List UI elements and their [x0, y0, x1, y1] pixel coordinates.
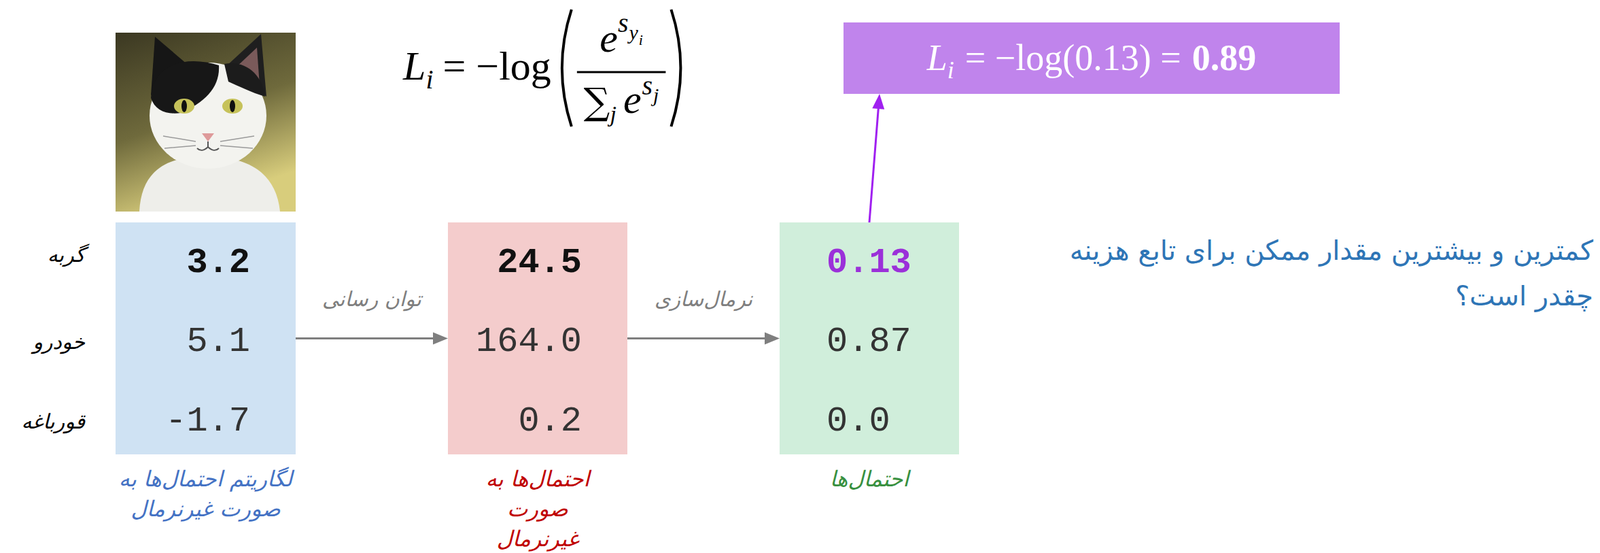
score-value: 5.1 — [186, 320, 251, 364]
cat-photo-part — [224, 63, 266, 97]
arrow-head — [432, 332, 448, 345]
score-value: 24.5 — [496, 241, 582, 285]
result-box: Li = −log(0.13) =0.89 — [843, 22, 1340, 94]
connector-line — [627, 337, 765, 340]
result-text: i — [947, 55, 955, 85]
row-label: گربه — [47, 241, 85, 269]
score-value: 3.2 — [186, 241, 251, 285]
edge-label: نرمال‌سازی — [651, 284, 756, 314]
score-value: 0.0 — [826, 399, 891, 444]
arrow-head — [872, 93, 885, 110]
result-row-frame: Li = −log(0.13) =0.89 — [843, 22, 1340, 94]
formula-symbol: j — [653, 84, 659, 106]
cat-photo-part — [163, 135, 255, 149]
score-value: 0.87 — [826, 320, 912, 364]
formula-symbol: s — [642, 72, 654, 100]
formula-symbol: i — [425, 65, 433, 94]
right-parenthesis — [670, 9, 681, 127]
score-box: 0.130.870.0احتمال‌ها — [779, 222, 960, 455]
connector-arrow — [869, 93, 885, 223]
box-caption: لگاریتم احتمال‌ها به صورت غیرنرمال — [112, 463, 299, 524]
cat-photo-part — [174, 98, 195, 114]
formula-symbol: y — [629, 22, 639, 43]
cat-photo-part — [222, 98, 243, 114]
connector-line — [295, 337, 433, 340]
cat-photo-part — [229, 99, 236, 113]
score-box: 3.25.1-1.7لگاریتم احتمال‌ها به صورت غیرن… — [115, 222, 296, 455]
result-text: = −log(0.13) = — [965, 36, 1182, 81]
question-note: کمترین و بیشترین مقدار ممکن برای تابع هز… — [1056, 227, 1594, 319]
formula-symbol: j — [609, 102, 616, 126]
connector-arrow — [627, 332, 780, 345]
score-value: 0.2 — [517, 399, 582, 444]
result-row: Li= −log(0.13) =0.89 — [927, 36, 1257, 81]
cat-photo-part — [197, 141, 219, 151]
formula-symbol: = −log — [443, 45, 552, 87]
formula-symbol: s — [617, 9, 629, 37]
cat-photo-part — [181, 99, 187, 113]
formula-symbol: e — [599, 17, 618, 59]
score-value: -1.7 — [165, 399, 251, 444]
result-text: L — [927, 36, 948, 81]
score-value: 0.13 — [826, 241, 912, 285]
box-caption: احتمال‌ها — [829, 463, 909, 494]
row-label: خودرو — [33, 328, 85, 356]
formula-symbol: e — [623, 78, 642, 120]
score-box: 24.5164.00.2احتمال‌ها به صورت غیرنرمال — [447, 222, 628, 455]
score-value: 164.0 — [475, 320, 582, 364]
arrow-head — [764, 332, 780, 345]
cat-photo-part — [201, 133, 215, 142]
result-value: 0.89 — [1192, 36, 1257, 81]
cat-photo-part — [115, 32, 296, 212]
box-caption: احتمال‌ها به صورت غیرنرمال — [464, 463, 612, 553]
formula-symbol: i — [638, 32, 643, 48]
cat-photo-part — [150, 61, 219, 114]
formula-symbol: L — [403, 45, 426, 87]
formula-symbol: ∑ — [583, 83, 611, 121]
connector-line — [869, 108, 879, 223]
connector-arrow — [295, 332, 448, 345]
row-label: قورباغه — [21, 407, 85, 436]
edge-label: توان رسانی — [319, 284, 425, 314]
left-parenthesis — [562, 9, 572, 127]
cat-photo — [115, 32, 296, 212]
